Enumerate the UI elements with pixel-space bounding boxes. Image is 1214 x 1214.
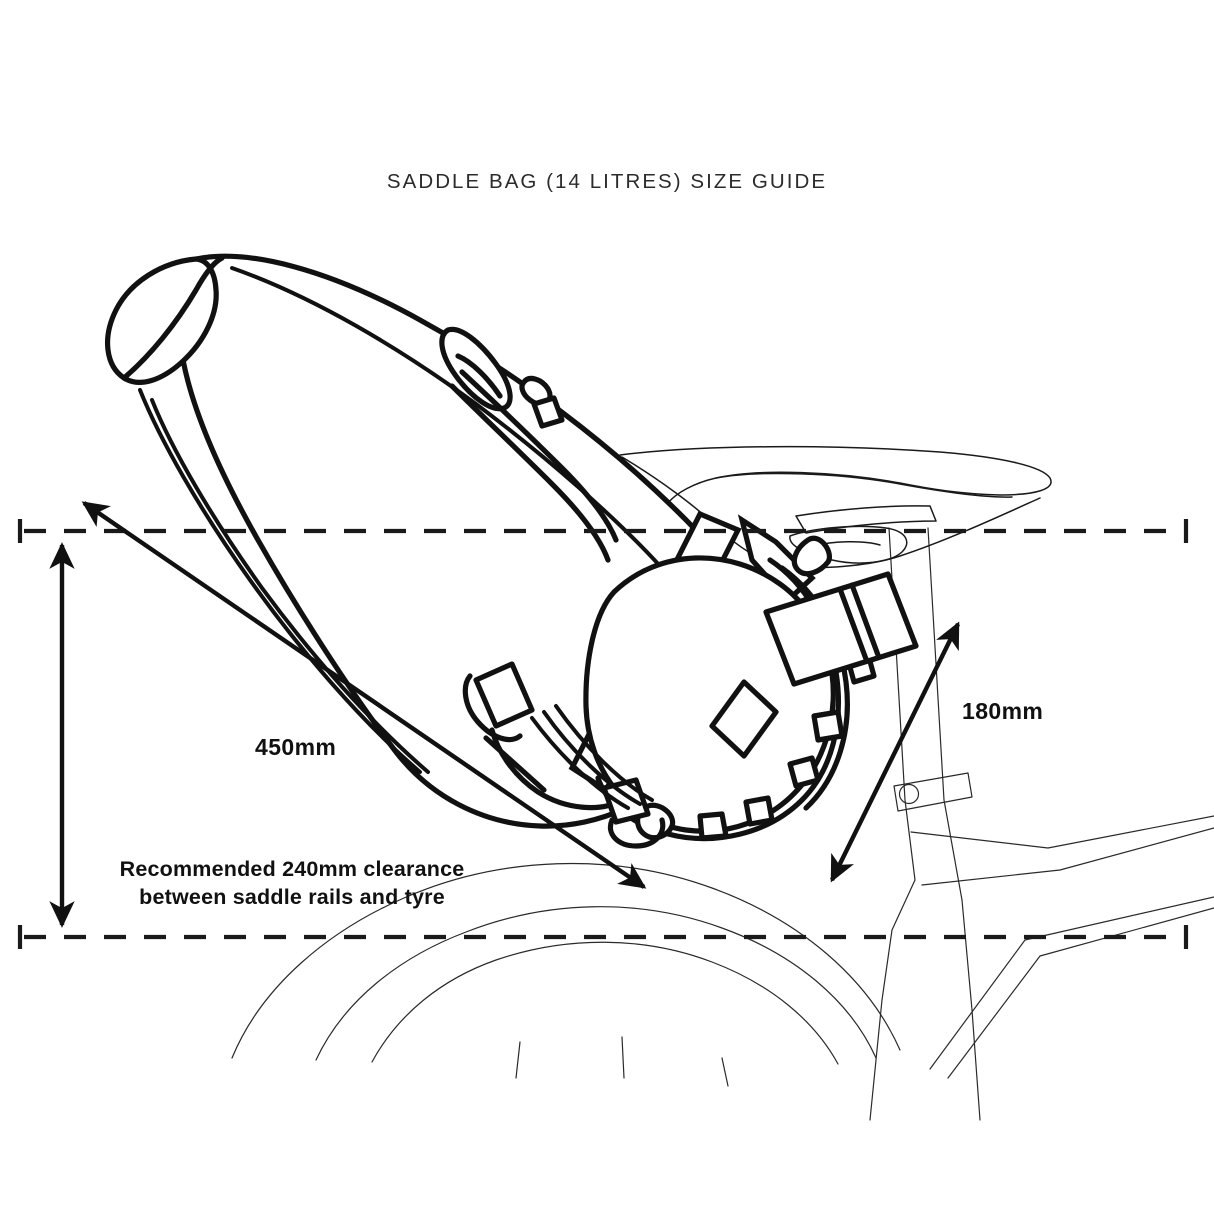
- seat-stay-lower: [929, 896, 1214, 1070]
- bag-height-label: 180mm: [962, 698, 1043, 724]
- seat-stay-lower-b: [947, 907, 1214, 1079]
- reflective-diamond-patch: [709, 679, 779, 759]
- saddle-top-outline: [619, 445, 1052, 535]
- roll-strap-loop-inner: [455, 353, 503, 399]
- bungee-hook: [811, 709, 845, 743]
- saddle-side-crease: [715, 472, 1013, 498]
- rear-rim: [371, 941, 839, 1065]
- bag-roll-fold: [121, 255, 225, 381]
- spoke: [621, 1036, 625, 1079]
- clearance-note-line-1: Recommended 240mm clearance: [120, 857, 465, 881]
- clearance-note-line-2: between saddle rails and tyre: [139, 885, 445, 909]
- bungee-hook: [743, 795, 775, 827]
- page-title: SADDLE BAG (14 LITRES) SIZE GUIDE: [387, 170, 827, 193]
- bungee-hook: [697, 811, 729, 841]
- strap-buckle-body: [531, 395, 565, 429]
- bungee-hook: [791, 535, 832, 577]
- bungee-hook: [787, 755, 821, 789]
- spoke: [721, 1057, 729, 1087]
- bag-length-dimension-arrow: [81, 501, 647, 889]
- spoke: [515, 1041, 521, 1079]
- dimensions-group: 450mm 180mm Recommended 240mm clearance …: [17, 501, 1189, 949]
- bag-length-label: 450mm: [255, 734, 336, 760]
- bag-height-dimension-arrow: [830, 621, 960, 883]
- bag-roll-closure: [104, 256, 219, 385]
- seat-stay-upper-b: [921, 827, 1214, 886]
- rear-tyre-inner: [315, 906, 877, 1061]
